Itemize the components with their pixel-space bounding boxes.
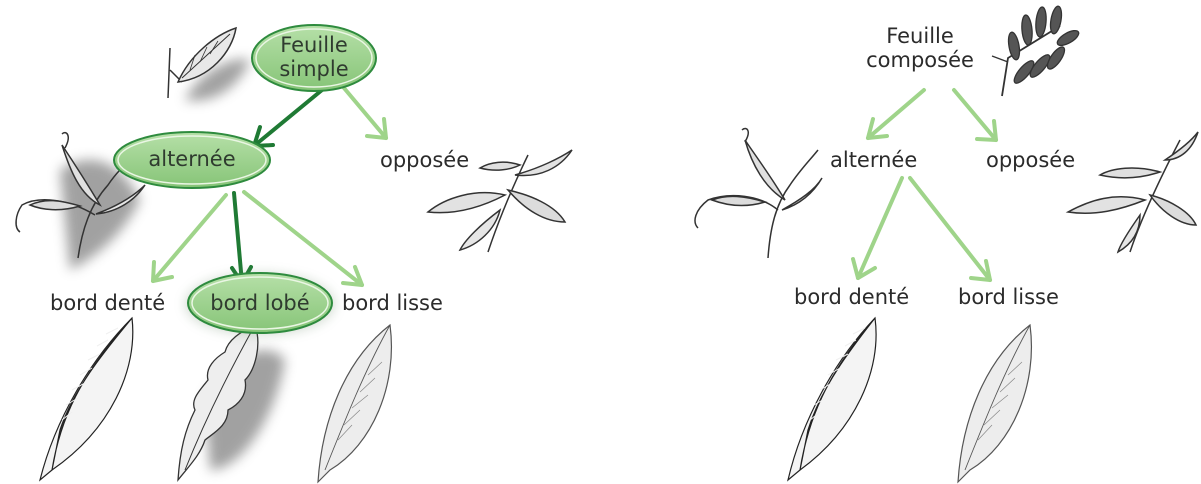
alternate-branch-right-icon [695, 129, 822, 259]
smooth-leaf-icon [318, 325, 391, 482]
arrow-root-to-opposee [344, 88, 386, 138]
label-bord-dente-left: bord denté [50, 291, 200, 315]
arrow-alternee-to-lisse [244, 192, 362, 285]
arrow-alternee-to-dente-right [858, 178, 902, 278]
toothed-leaf-right-icon [788, 318, 876, 480]
label-alternee-right: alternée [830, 148, 940, 172]
label-bord-dente-right: bord denté [794, 285, 944, 309]
arrow-alternee-to-dente [153, 195, 226, 281]
toothed-leaf-icon [40, 318, 133, 480]
right-arrows [853, 90, 996, 280]
label-bord-lobe: bord lobé [196, 291, 324, 315]
label-feuille-simple: Feuille simple [272, 33, 356, 81]
label-opposee-left: opposée [380, 148, 490, 172]
label-opposee-right: opposée [986, 148, 1096, 172]
compound-leaf-icon [992, 5, 1081, 96]
label-bord-lisse-right: bord lisse [958, 285, 1088, 309]
label-feuille-composee: Feuille composée [854, 24, 986, 72]
arrow-composee-to-opposee [954, 90, 996, 140]
arrow-alternee-to-lisse-right [910, 178, 990, 280]
label-bord-lisse-left: bord lisse [342, 291, 472, 315]
label-alternee-left: alternée [122, 147, 262, 171]
arrow-composee-to-alternee [868, 90, 924, 138]
smooth-leaf-right-icon [958, 325, 1031, 482]
arrow-root-to-alternee [254, 90, 322, 146]
